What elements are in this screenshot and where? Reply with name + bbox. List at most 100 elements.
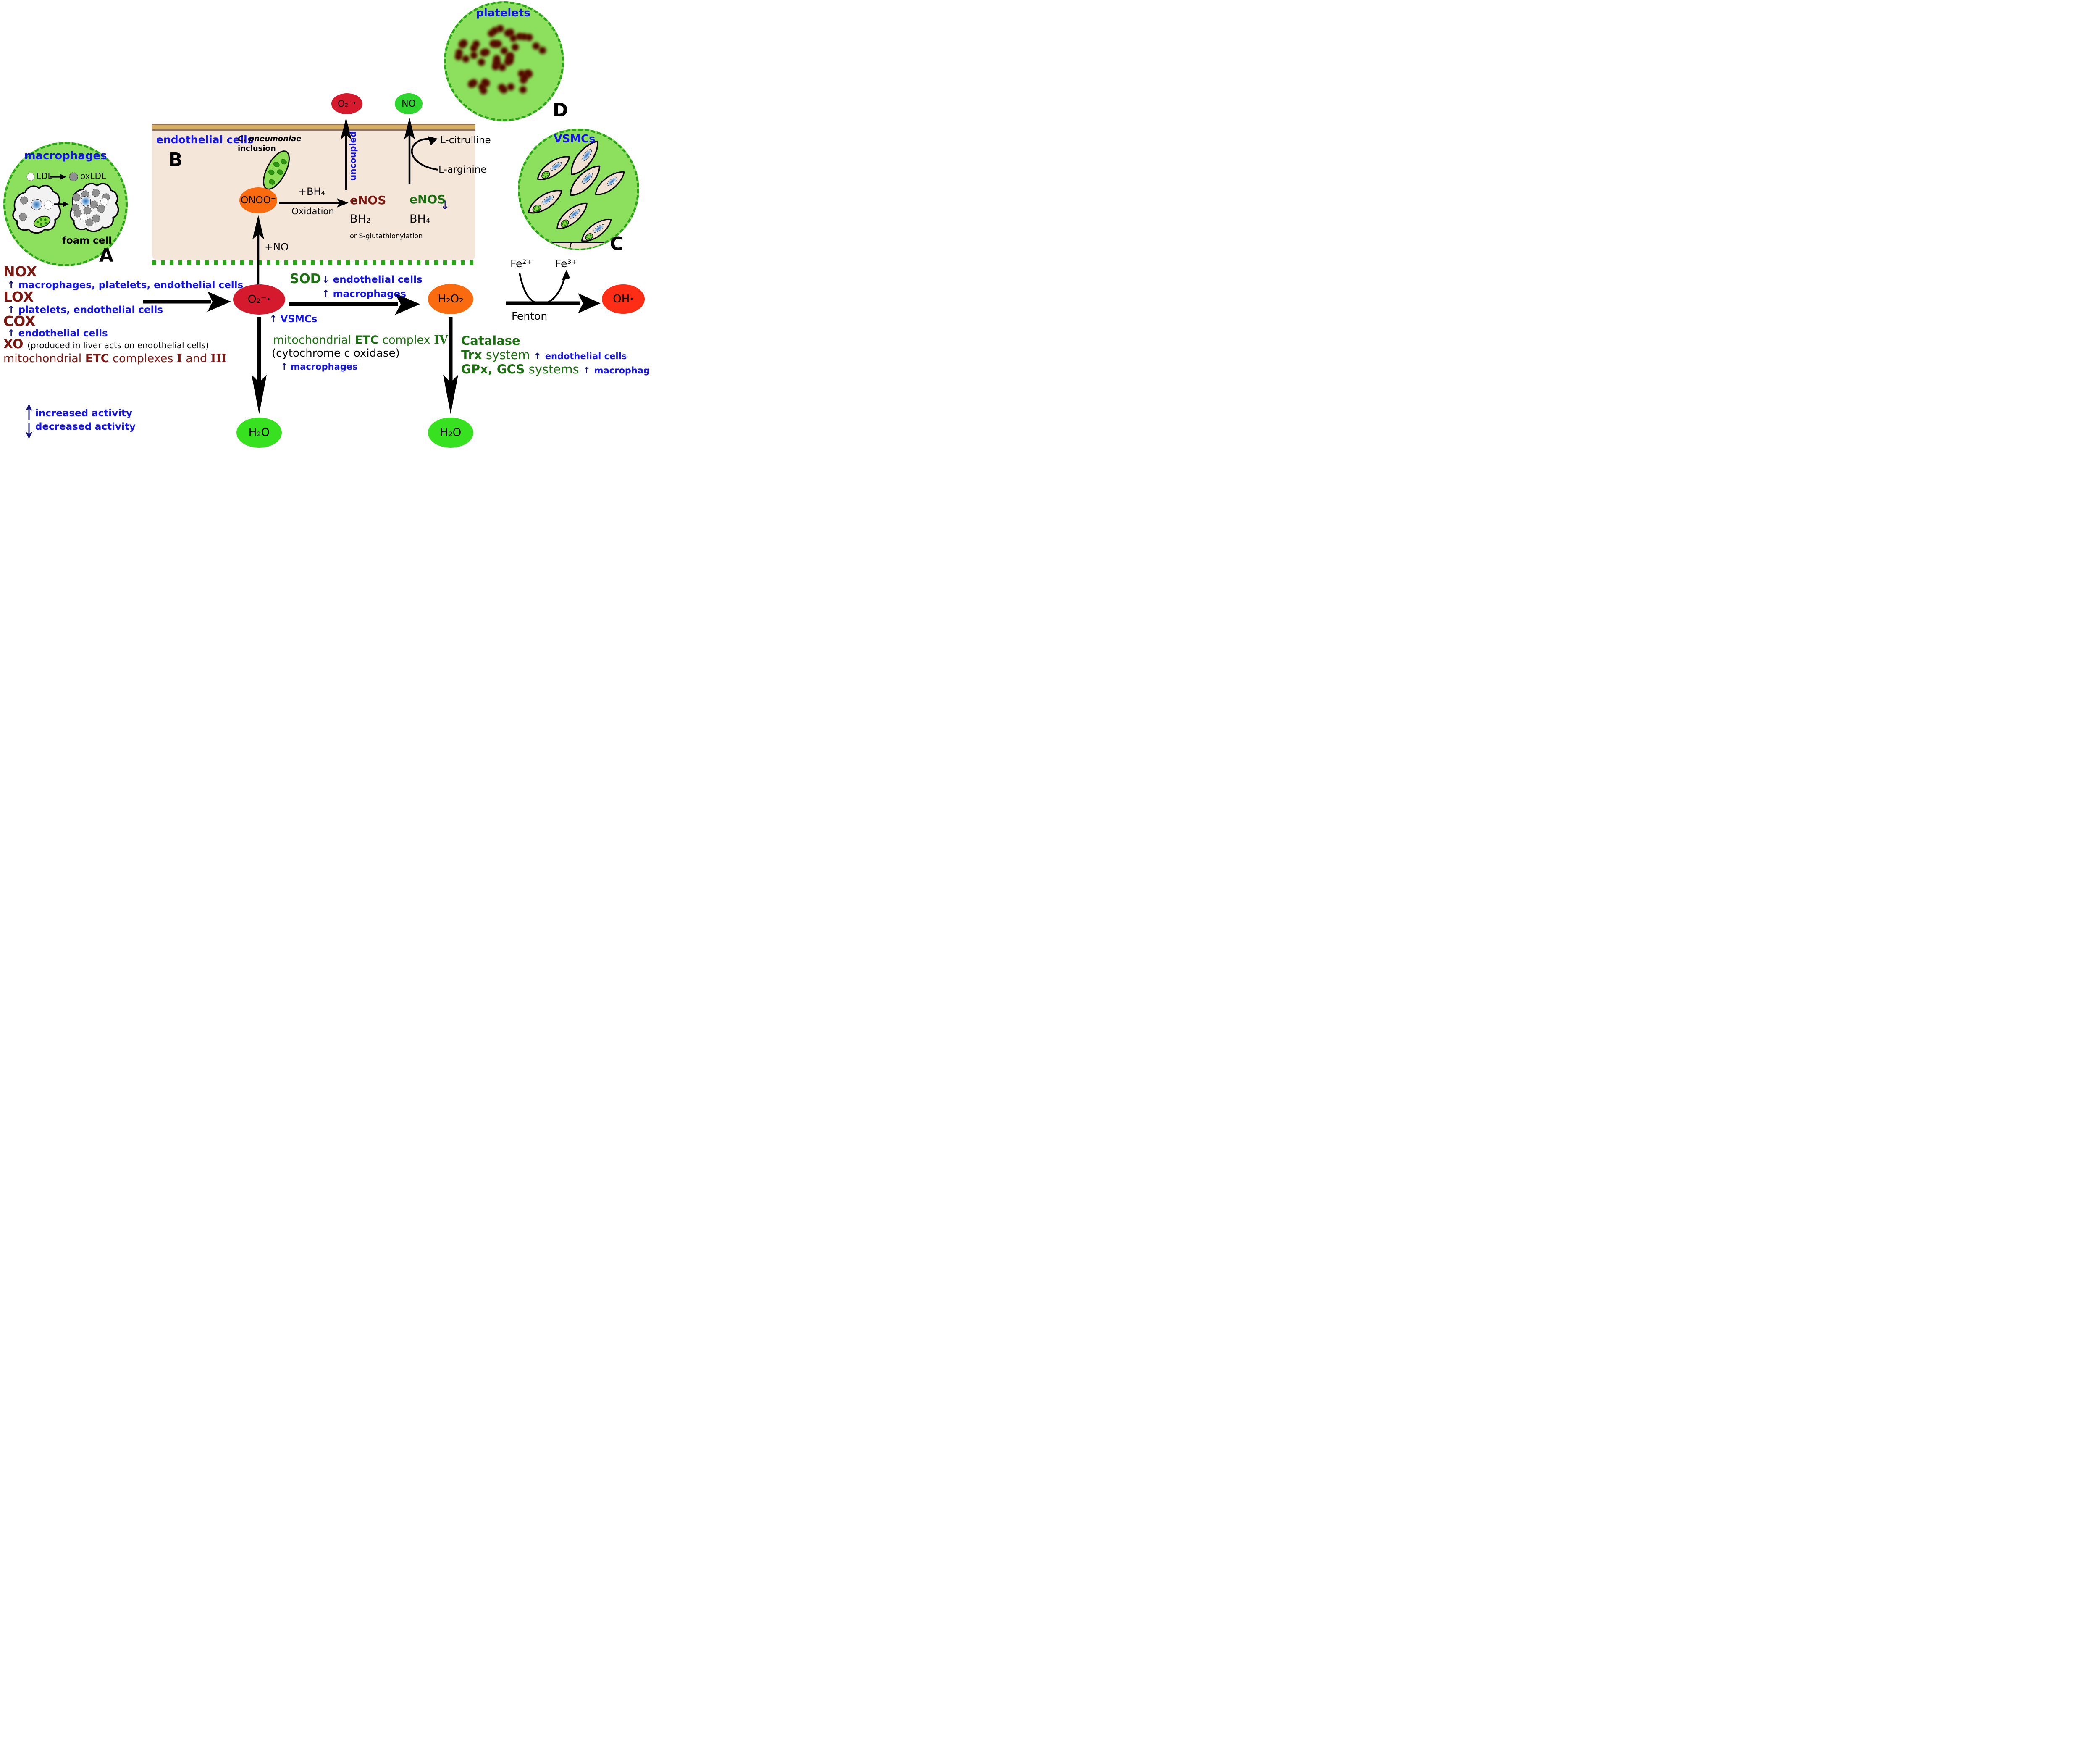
cytochrome-oxidase-label: (cytochrome c oxidase) [272, 347, 400, 360]
superoxide-oval: O₂⁻• [233, 284, 285, 315]
platelets-title: platelets [476, 7, 530, 19]
oh-radical-oval: OH• [602, 284, 645, 314]
sources-to-superoxide-arrow [143, 292, 231, 312]
inclusion-label: inclusion [238, 144, 276, 153]
xo-line: XO (produced in liver acts on endothelia… [3, 338, 209, 351]
ldl-label: LDL [37, 171, 52, 181]
trx-system: system [482, 348, 530, 362]
gpx-gcs-label: GPx, GCS [461, 362, 525, 376]
sod-arrow [289, 293, 420, 315]
lox-label: LOX [3, 289, 34, 305]
l-arginine-label: L-arginine [438, 164, 487, 175]
up-arrow: ↑ [269, 314, 278, 325]
vsmc-up-note: ↑ VSMCs [269, 314, 317, 324]
up-arrow: ↑ [281, 362, 288, 372]
mito-etc: ETC [85, 352, 109, 365]
cox-cells-note: ↑ endothelial cells [7, 329, 108, 339]
onoo-oval: ONOO⁻ [239, 187, 277, 213]
superoxide-formula: O₂⁻ [247, 293, 267, 306]
mito-mid: complexes [109, 352, 177, 365]
etc4-cells: macrophages [291, 362, 358, 372]
mito-and: and [182, 352, 211, 365]
uncoupled-enos-arrow [341, 118, 352, 190]
panel-d-letter: D [553, 100, 568, 121]
h2o-label: H₂O [248, 426, 270, 439]
down-arrow: ↓ [322, 274, 330, 285]
macrophages-title: macrophages [24, 150, 107, 162]
complex-one: I [177, 352, 182, 365]
plus-bh4-label: +BH₄ [298, 186, 326, 197]
chlamydia-inclusion [263, 150, 290, 190]
bh4-oxidation-arrow [279, 198, 349, 208]
fe2-label: Fe²⁺ [510, 258, 532, 270]
bh4-label: BH₄ [410, 213, 430, 226]
superoxide-formula: O₂⁻ [338, 99, 353, 109]
foam-cell-label: foam cell [62, 235, 112, 246]
no-label: NO [402, 98, 416, 109]
arrows-and-cells-layer [12, 23, 632, 439]
lox-cells-note: ↑ platelets, endothelial cells [7, 305, 163, 315]
gpx-line: GPx, GCS systems ↑ macrophages [461, 363, 649, 376]
sod-down-note: ↓ endothelial cells [322, 275, 423, 285]
panel-b-letter: B [168, 149, 183, 171]
sod-down-cells: endothelial cells [333, 274, 423, 285]
vsmcs-title: VSMCs [554, 133, 596, 145]
etc4-etc: ETC [354, 334, 379, 347]
up-arrow: ↑ [7, 305, 16, 315]
trx-line: Trx system ↑ endothelial cells [461, 349, 627, 361]
cox-label: COX [3, 313, 36, 329]
etc4-up-note: ↑ macrophages [281, 362, 358, 371]
bh2-label: BH₂ [350, 213, 371, 226]
vsmc-cells [528, 140, 625, 242]
legend-increased: increased activity [35, 408, 133, 419]
coupled-enos-arrow [404, 118, 415, 184]
up-arrow: ↑ [7, 280, 16, 291]
complex-four: IV [434, 334, 448, 347]
platelet-aggregate [453, 23, 548, 96]
oxldl-label: oxLDL [80, 171, 106, 181]
oxidation-label: Oxidation [291, 206, 334, 216]
arginine-citrulline-curve [411, 136, 438, 171]
legend-arrows [25, 403, 33, 439]
nox-cells-note: ↑ macrophages, platelets, endothelial ce… [7, 280, 243, 290]
up-arrow: ↑ [533, 351, 541, 361]
sod-up-note: ↑ macrophages [322, 289, 406, 299]
gpx-systems: systems [525, 362, 579, 376]
gpx-cells: macrophages [594, 365, 649, 376]
h2o2-label: H₂O₂ [438, 293, 464, 305]
l-citrulline-label: L-citrulline [440, 135, 491, 146]
h2o-right-oval: H₂O [428, 418, 473, 448]
h2o-left-oval: H₂O [236, 418, 282, 448]
trx-cells: endothelial cells [545, 351, 627, 361]
endothelial-membrane [152, 124, 475, 131]
foam-cell-graphic [69, 183, 119, 232]
endothelial-cells-title: endothelial cells [156, 134, 254, 146]
fe3-label: Fe³⁺ [555, 258, 577, 270]
up-arrow: ↑ [7, 328, 16, 339]
panel-a-letter: A [99, 245, 114, 266]
fenton-label: Fenton [512, 310, 548, 322]
legend-decreased: decreased activity [35, 421, 136, 432]
macrophage-cell [12, 184, 61, 234]
cox-cells: endothelial cells [18, 328, 108, 339]
etc4-line: mitochondrial ETC complex IV [273, 334, 448, 346]
fenton-arrow [506, 270, 601, 313]
mito-pre: mitochondrial [3, 352, 85, 365]
superoxide-to-water-arrow [252, 317, 267, 414]
catalase-label: Catalase [461, 334, 520, 348]
s-glutathionylation-label: or S-glutathionylation [350, 232, 423, 240]
h2o2-to-water-arrow [443, 317, 458, 414]
superoxide-membrane-oval: O₂⁻• [331, 93, 362, 114]
nox-label: NOX [3, 263, 37, 280]
mito-complexes-line: mitochondrial ETC complexes I and III [3, 352, 227, 365]
no-plus-superoxide-arrow [252, 215, 264, 286]
sod-up-cells: macrophages [333, 289, 406, 300]
enos-coupled-label: eNOS [410, 192, 446, 206]
complex-three: III [210, 352, 227, 365]
xo-note: (produced in liver acts on endothelial c… [27, 340, 209, 350]
plus-no-label: +NO [265, 241, 289, 253]
h2o2-oval: H₂O₂ [428, 284, 473, 314]
no-membrane-oval: NO [395, 93, 423, 114]
up-arrow: ↑ [322, 289, 330, 300]
endothelial-box-dashed-border [152, 260, 475, 265]
